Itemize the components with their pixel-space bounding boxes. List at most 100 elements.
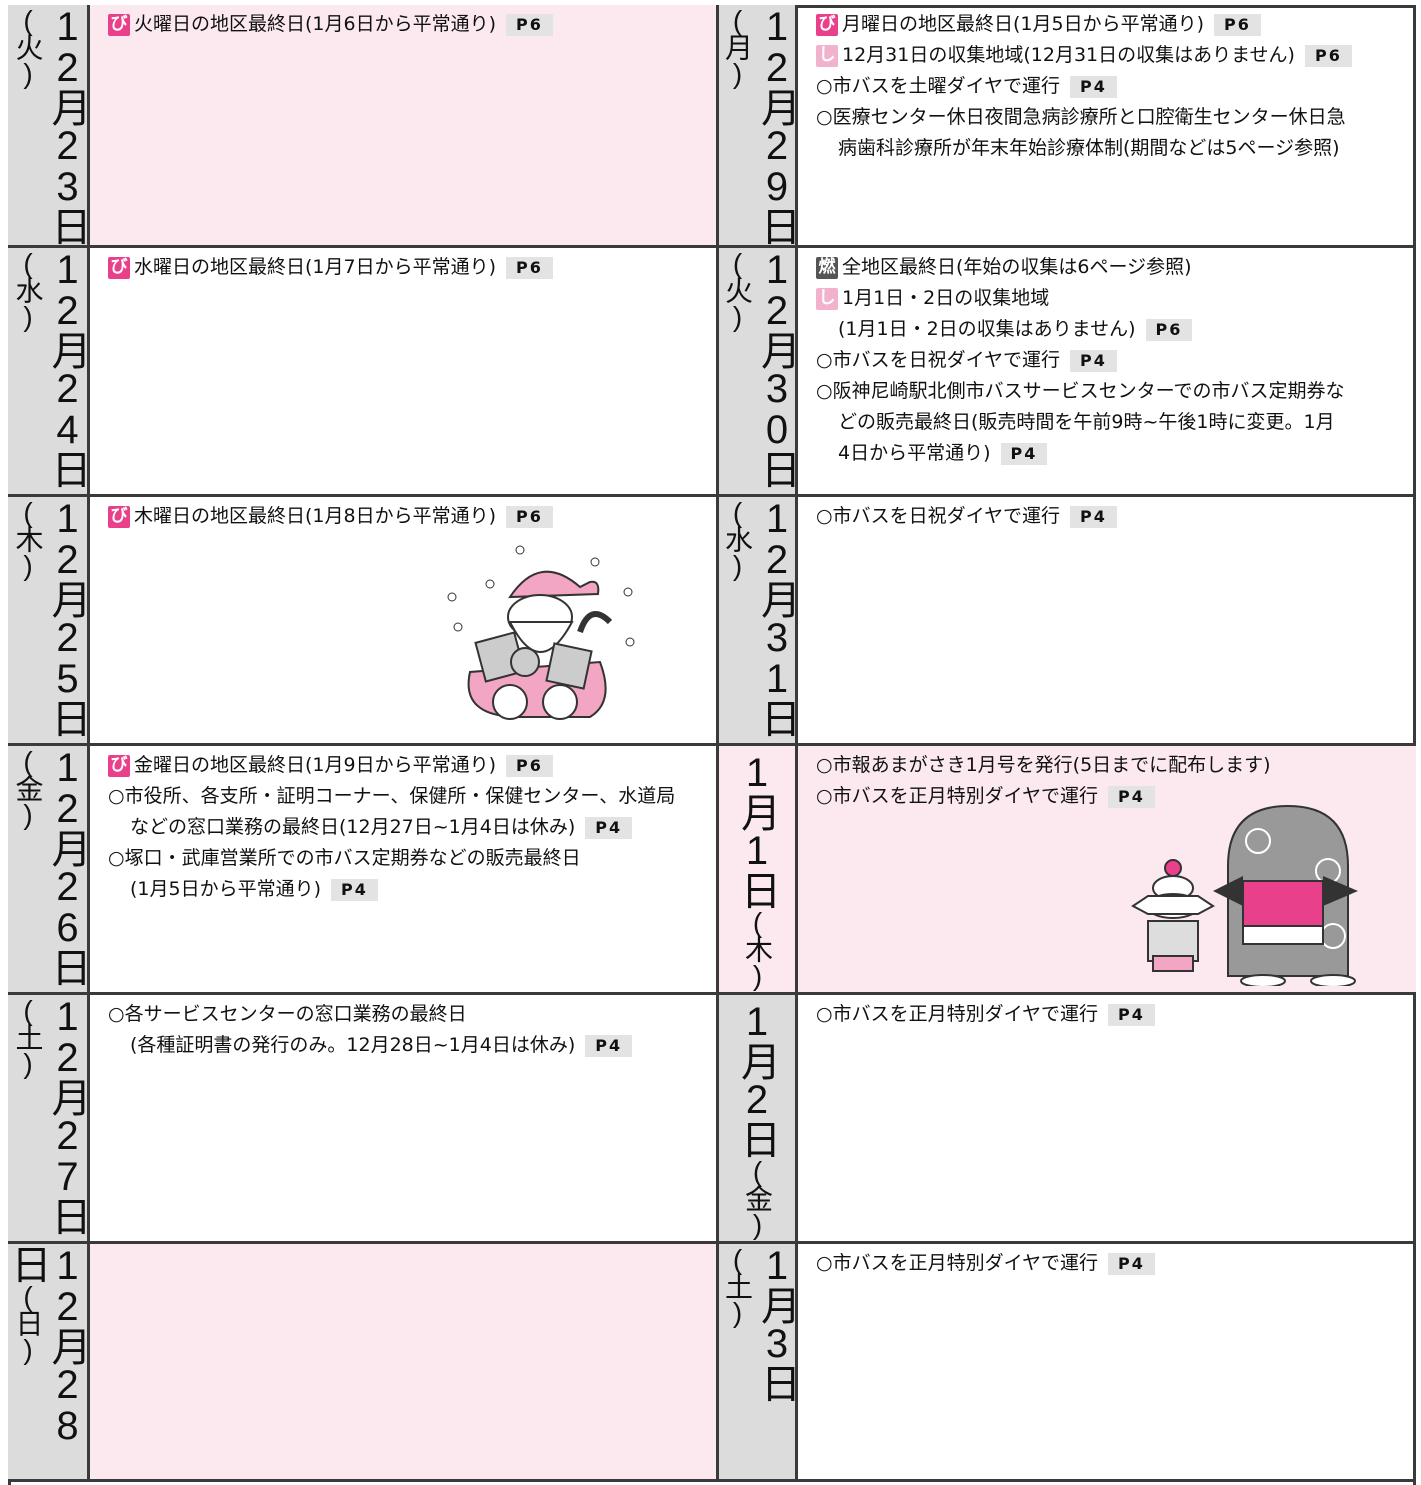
date-month: 12: [45, 746, 90, 828]
weekday-label: (土): [722, 1244, 753, 1325]
schedule-text: ○塚口・武庫営業所での市バス定期券などの販売最終日: [108, 847, 581, 869]
date-label: 12月28日(日): [6, 1244, 90, 1479]
schedule-line: ○市報あまがさき1月号を発行(5日までに配布します): [816, 750, 1406, 781]
date-month-unit: 月: [755, 330, 799, 367]
page-reference[interactable]: P4: [1108, 1252, 1155, 1275]
date-cell: 12月31日(水): [716, 497, 799, 746]
schedule-text: 木曜日の地区最終日(1月8日から平常通り): [134, 505, 497, 527]
date-label: 1月2日(金): [735, 999, 779, 1237]
recycle-collection-icon: び: [108, 256, 130, 279]
schedule-line: ○医療センター休日夜間急病診療所と口腔衛生センター休日急: [816, 102, 1406, 133]
date-month-unit: 月: [45, 87, 90, 124]
date-label: 12月25日(木): [8, 497, 90, 743]
date-cell: 12月26日(金): [8, 746, 90, 995]
date-label: 12月24日(水): [8, 248, 90, 494]
date-label: 1月1日(木): [735, 750, 779, 988]
date-day: 26: [45, 865, 90, 947]
schedule-text: などの窓口業務の最終日(12月27日~1月4日は休み): [130, 816, 576, 838]
date-month: 12: [45, 995, 90, 1077]
date-day: 30: [755, 367, 799, 449]
date-cell: 1月1日(木): [716, 746, 798, 995]
date-month: 1: [735, 999, 779, 1041]
page-reference[interactable]: P4: [1070, 505, 1117, 528]
date-month: 1: [755, 1244, 799, 1285]
date-day: 31: [755, 616, 799, 698]
page-reference[interactable]: P4: [1070, 75, 1117, 98]
page-reference[interactable]: P4: [331, 878, 378, 901]
date-cell: 12月24日(水): [8, 248, 90, 497]
date-day: 25: [45, 616, 90, 698]
schedule-text: ○市バスを正月特別ダイヤで運行: [816, 1252, 1099, 1274]
weekday-label: (火): [722, 248, 753, 329]
page-reference[interactable]: P4: [1108, 785, 1155, 808]
page-reference[interactable]: P6: [1145, 318, 1193, 341]
date-day-unit: 日: [45, 206, 90, 243]
page-reference[interactable]: P4: [1070, 349, 1117, 372]
recycle-collection-icon: び: [108, 754, 130, 777]
schedule-text: ○市バスを正月特別ダイヤで運行: [816, 1003, 1099, 1025]
schedule-line: び木曜日の地区最終日(1月8日から平常通り)P6: [108, 501, 706, 532]
schedule-text: 水曜日の地区最終日(1月7日から平常通り): [134, 256, 497, 278]
page-reference[interactable]: P6: [1214, 13, 1261, 36]
lion-dance-illustration: [1131, 804, 1358, 986]
schedule-line: び火曜日の地区最終日(1月6日から平常通り)P6: [108, 9, 706, 40]
date-day-unit: 日: [45, 1196, 90, 1233]
date-day-unit: 日: [755, 698, 799, 735]
schedule-line: び金曜日の地区最終日(1月9日から平常通り)P6: [108, 750, 706, 781]
weekday-label: (金): [742, 1155, 773, 1237]
page-reference[interactable]: P6: [506, 754, 553, 777]
date-day: 1: [735, 828, 779, 870]
burnable-garbage-icon: 燃: [816, 256, 838, 279]
date-label: 12月23日(火): [8, 5, 90, 245]
schedule-text: ○市バスを土曜ダイヤで運行: [816, 75, 1061, 97]
date-cell: 12月28日(日): [6, 1244, 90, 1482]
weekday-label: (水): [722, 497, 753, 578]
page-reference[interactable]: P6: [1304, 44, 1352, 67]
schedule-cell: び木曜日の地区最終日(1月8日から平常通り)P6: [90, 497, 716, 746]
schedule-text: 1月1日・2日の収集地域: [842, 287, 1050, 309]
date-label: 12月30日(火): [717, 248, 799, 494]
weekday-label: (月): [722, 5, 753, 86]
schedule-line: 病歯科診療所が年末年始診療体制(期間などは5ページ参照): [816, 133, 1406, 164]
date-cell: 1月3日(土): [716, 1244, 799, 1482]
date-month: 12: [755, 5, 799, 87]
weekday-label: (木): [12, 497, 44, 578]
collection-area-icon: し: [816, 44, 838, 67]
date-month-unit: 月: [735, 1040, 779, 1078]
schedule-line: ○各サービスセンターの窓口業務の最終日: [108, 999, 706, 1030]
schedule-text: ○阪神尼崎駅北側市バスサービスセンターでの市バス定期券な: [816, 380, 1345, 402]
date-cell: 12月27日 (土): [8, 995, 90, 1244]
date-label: 12月27日 (土): [8, 995, 90, 1241]
schedule-line: ○市バスを土曜ダイヤで運行 P4: [816, 71, 1406, 102]
page-reference[interactable]: P4: [585, 1034, 633, 1057]
date-month: 12: [45, 497, 90, 579]
date-day-unit: 日: [45, 449, 90, 486]
date-month: 1: [735, 750, 779, 792]
schedule-line: び月曜日の地区最終日(1月5日から平常通り)P6: [816, 9, 1406, 40]
date-month: 12: [755, 248, 799, 330]
page-reference[interactable]: P6: [506, 505, 553, 528]
date-month-unit: 月: [755, 87, 799, 124]
page-reference[interactable]: P4: [1108, 1003, 1155, 1026]
weekday-label: (土): [12, 995, 44, 1076]
weekday-label: (火): [12, 5, 44, 86]
schedule-cell: ○市報あまがさき1月号を発行(5日までに配布します)○市バスを正月特別ダイヤで運…: [798, 746, 1416, 995]
date-month-unit: 月: [45, 1077, 90, 1114]
schedule-line: 4日から平常通り)P4: [816, 438, 1406, 469]
recycle-collection-icon: び: [816, 13, 838, 36]
collection-area-icon: し: [816, 287, 838, 310]
date-day: 24: [45, 367, 90, 449]
date-cell: 12月23日(火): [8, 5, 90, 248]
date-day: 27: [45, 1114, 90, 1196]
date-label: 1月3日(土): [717, 1244, 799, 1479]
page-reference[interactable]: P4: [1000, 442, 1048, 465]
page-reference[interactable]: P6: [506, 256, 553, 279]
page-reference[interactable]: P4: [585, 816, 633, 839]
page-reference[interactable]: P6: [506, 13, 553, 36]
schedule-cell: [90, 1244, 716, 1482]
